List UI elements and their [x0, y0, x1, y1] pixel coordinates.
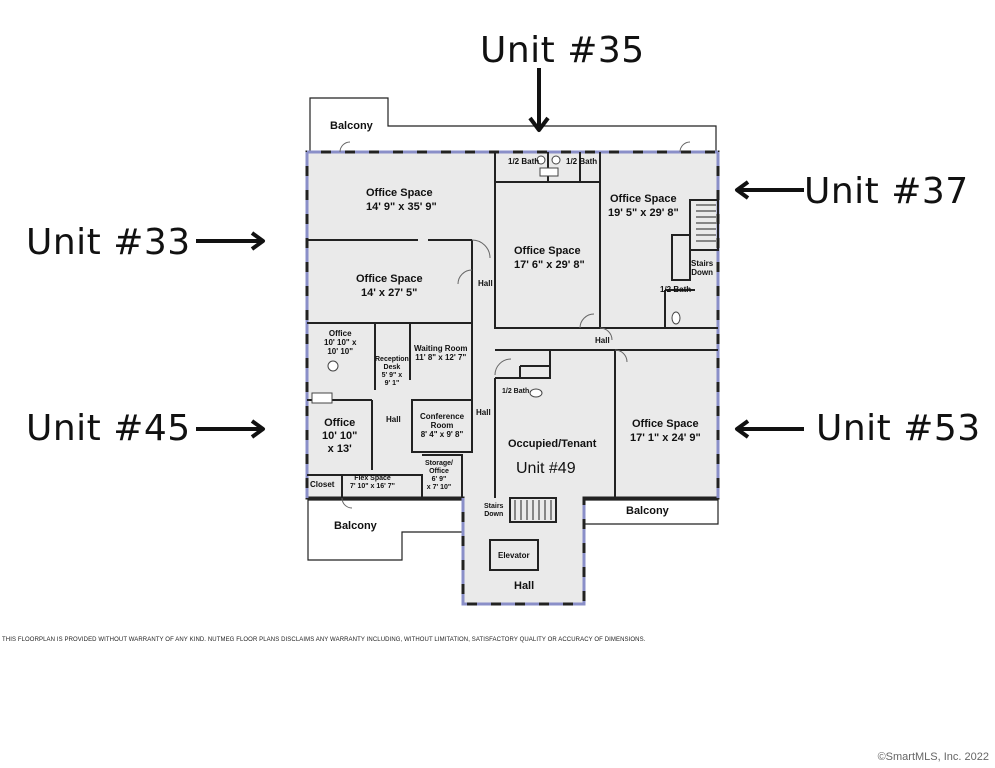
copyright-text: ©SmartMLS, Inc. 2022	[877, 751, 989, 763]
unit-45-label: Unit #45	[26, 408, 191, 449]
stairs-right	[696, 204, 716, 242]
office-33a-dims: 14' 9" x 35' 9"	[366, 201, 437, 213]
office-53-dims: 17' 1" x 24' 9"	[630, 432, 701, 444]
unit-53-label: Unit #53	[816, 408, 981, 449]
unit-35-label: Unit #35	[480, 30, 645, 71]
balcony-right-label: Balcony	[626, 505, 669, 517]
office-45b-label: Office 10' 10" x 13'	[322, 417, 358, 455]
office-33b-name: Office Space	[356, 273, 423, 285]
unit-33-label: Unit #33	[26, 222, 191, 263]
hall-upper-left-label: Hall	[478, 279, 493, 288]
office-45a-label: Office 10' 10" x 10' 10"	[324, 329, 357, 356]
office-37-dims: 19' 5" x 29' 8"	[608, 207, 679, 219]
office-37-name: Office Space	[610, 193, 677, 205]
balcony-bottom-label: Balcony	[334, 520, 377, 532]
door-swings	[339, 141, 691, 509]
stairs-down-right-label: Stairs Down	[691, 259, 714, 277]
disclaimer-text: THIS FLOORPLAN IS PROVIDED WITHOUT WARRA…	[2, 637, 646, 643]
hall-45-label: Hall	[386, 415, 401, 424]
half-bath-37-label: 1/2 Bath	[660, 285, 692, 294]
hall-mid-label: Hall	[476, 408, 491, 417]
office-35-dims: 17' 6" x 29' 8"	[514, 259, 585, 271]
half-bath-2-label: 1/2 Bath	[566, 157, 598, 166]
arrow-right-icon	[196, 231, 265, 251]
reception-label: Reception Desk 5' 9" x 9' 1"	[375, 356, 409, 387]
elevator-label: Elevator	[498, 551, 530, 560]
hall-center-label: Hall	[595, 336, 610, 345]
half-bath-49-label: 1/2 Bath	[502, 388, 530, 395]
half-bath-1-label: 1/2 Bath	[508, 157, 540, 166]
office-35-name: Office Space	[514, 245, 581, 257]
office-33b-dims: 14' x 27' 5"	[361, 287, 418, 299]
stairs-down-center-label: Stairs Down	[484, 503, 504, 518]
stairs-center	[514, 500, 552, 520]
wall-dash-accent	[305, 150, 720, 606]
unit-49-label: Unit #49	[516, 460, 576, 477]
arrow-right-icon	[196, 419, 265, 439]
arrow-left-icon	[735, 419, 804, 439]
waiting-room-label: Waiting Room 11' 8" x 12' 7"	[414, 344, 468, 362]
hall-bottom-label: Hall	[514, 580, 535, 592]
flex-space-label: Flex Space 7' 10" x 16' 7"	[350, 475, 395, 490]
fixtures	[311, 155, 681, 404]
unit-37-label: Unit #37	[804, 171, 969, 212]
arrow-down-icon	[528, 68, 550, 132]
balcony-top-label: Balcony	[330, 120, 373, 132]
storage-label: Storage/ Office 6' 9" x 7' 10"	[425, 460, 454, 491]
arrow-left-icon	[735, 180, 804, 200]
conference-label: Conference Room 8' 4" x 9' 8"	[420, 412, 465, 439]
occupied-tenant-label: Occupied/Tenant	[508, 438, 597, 450]
balcony-bottom	[307, 499, 464, 561]
closet-label: Closet	[310, 480, 335, 489]
office-33a-name: Office Space	[366, 187, 433, 199]
office-53-name: Office Space	[632, 418, 699, 430]
